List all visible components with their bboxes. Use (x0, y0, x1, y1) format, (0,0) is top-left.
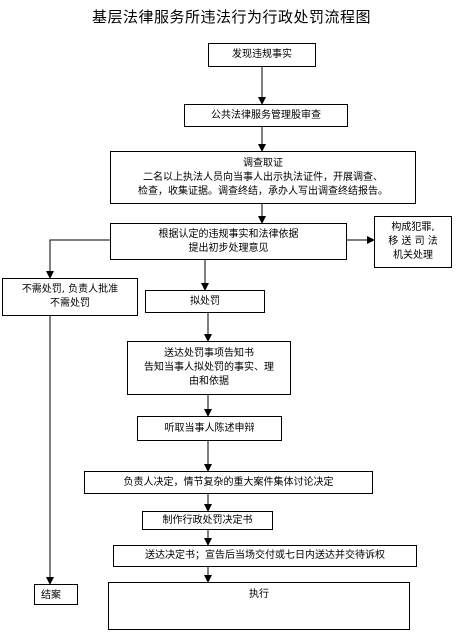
step-hearing: 听取当事人陈述申辩 (137, 416, 282, 441)
step-transfer-judicial: 构成犯罪, 移 送 司 法 机关处理 (374, 216, 452, 268)
step-propose-opinion: 根据认定的违规事实和法律依据 提出初步处理意见 (110, 223, 347, 260)
step-deliver-decision: 送达决定书；宣告后当场交付或七日内送达并交待诉权 (113, 545, 417, 567)
diagram-title: 基层法律服务所违法行为行政处罚流程图 (91, 8, 371, 26)
step-no-penalty: 不需处罚, 负责人批准 不需处罚 (2, 278, 138, 316)
step-plan-penalty: 拟处罚 (145, 290, 265, 313)
step-penalty-notice: 送达处罚事项告知书 告知当事人拟处罚的事实、理 由和依据 (127, 341, 291, 395)
arrow-propose-to-no-penalty (46, 239, 110, 279)
step-close-case: 结案 (34, 584, 78, 605)
step-investigate: 调查取证 二名以上执法人员向当事人出示执法证件，开展调查、 检查，收集证据。调查… (110, 151, 416, 204)
step-make-decision-document: 制作行政处罚决定书 (142, 511, 273, 530)
step-discover-violation: 发现违规事实 (208, 43, 316, 67)
step-review: 公共法律服务管理股审查 (184, 104, 348, 127)
step-execute: 执行 (108, 582, 410, 630)
step-responsible-decision: 负责人决定，情节复杂的重大案件集体讨论决定 (84, 471, 373, 494)
